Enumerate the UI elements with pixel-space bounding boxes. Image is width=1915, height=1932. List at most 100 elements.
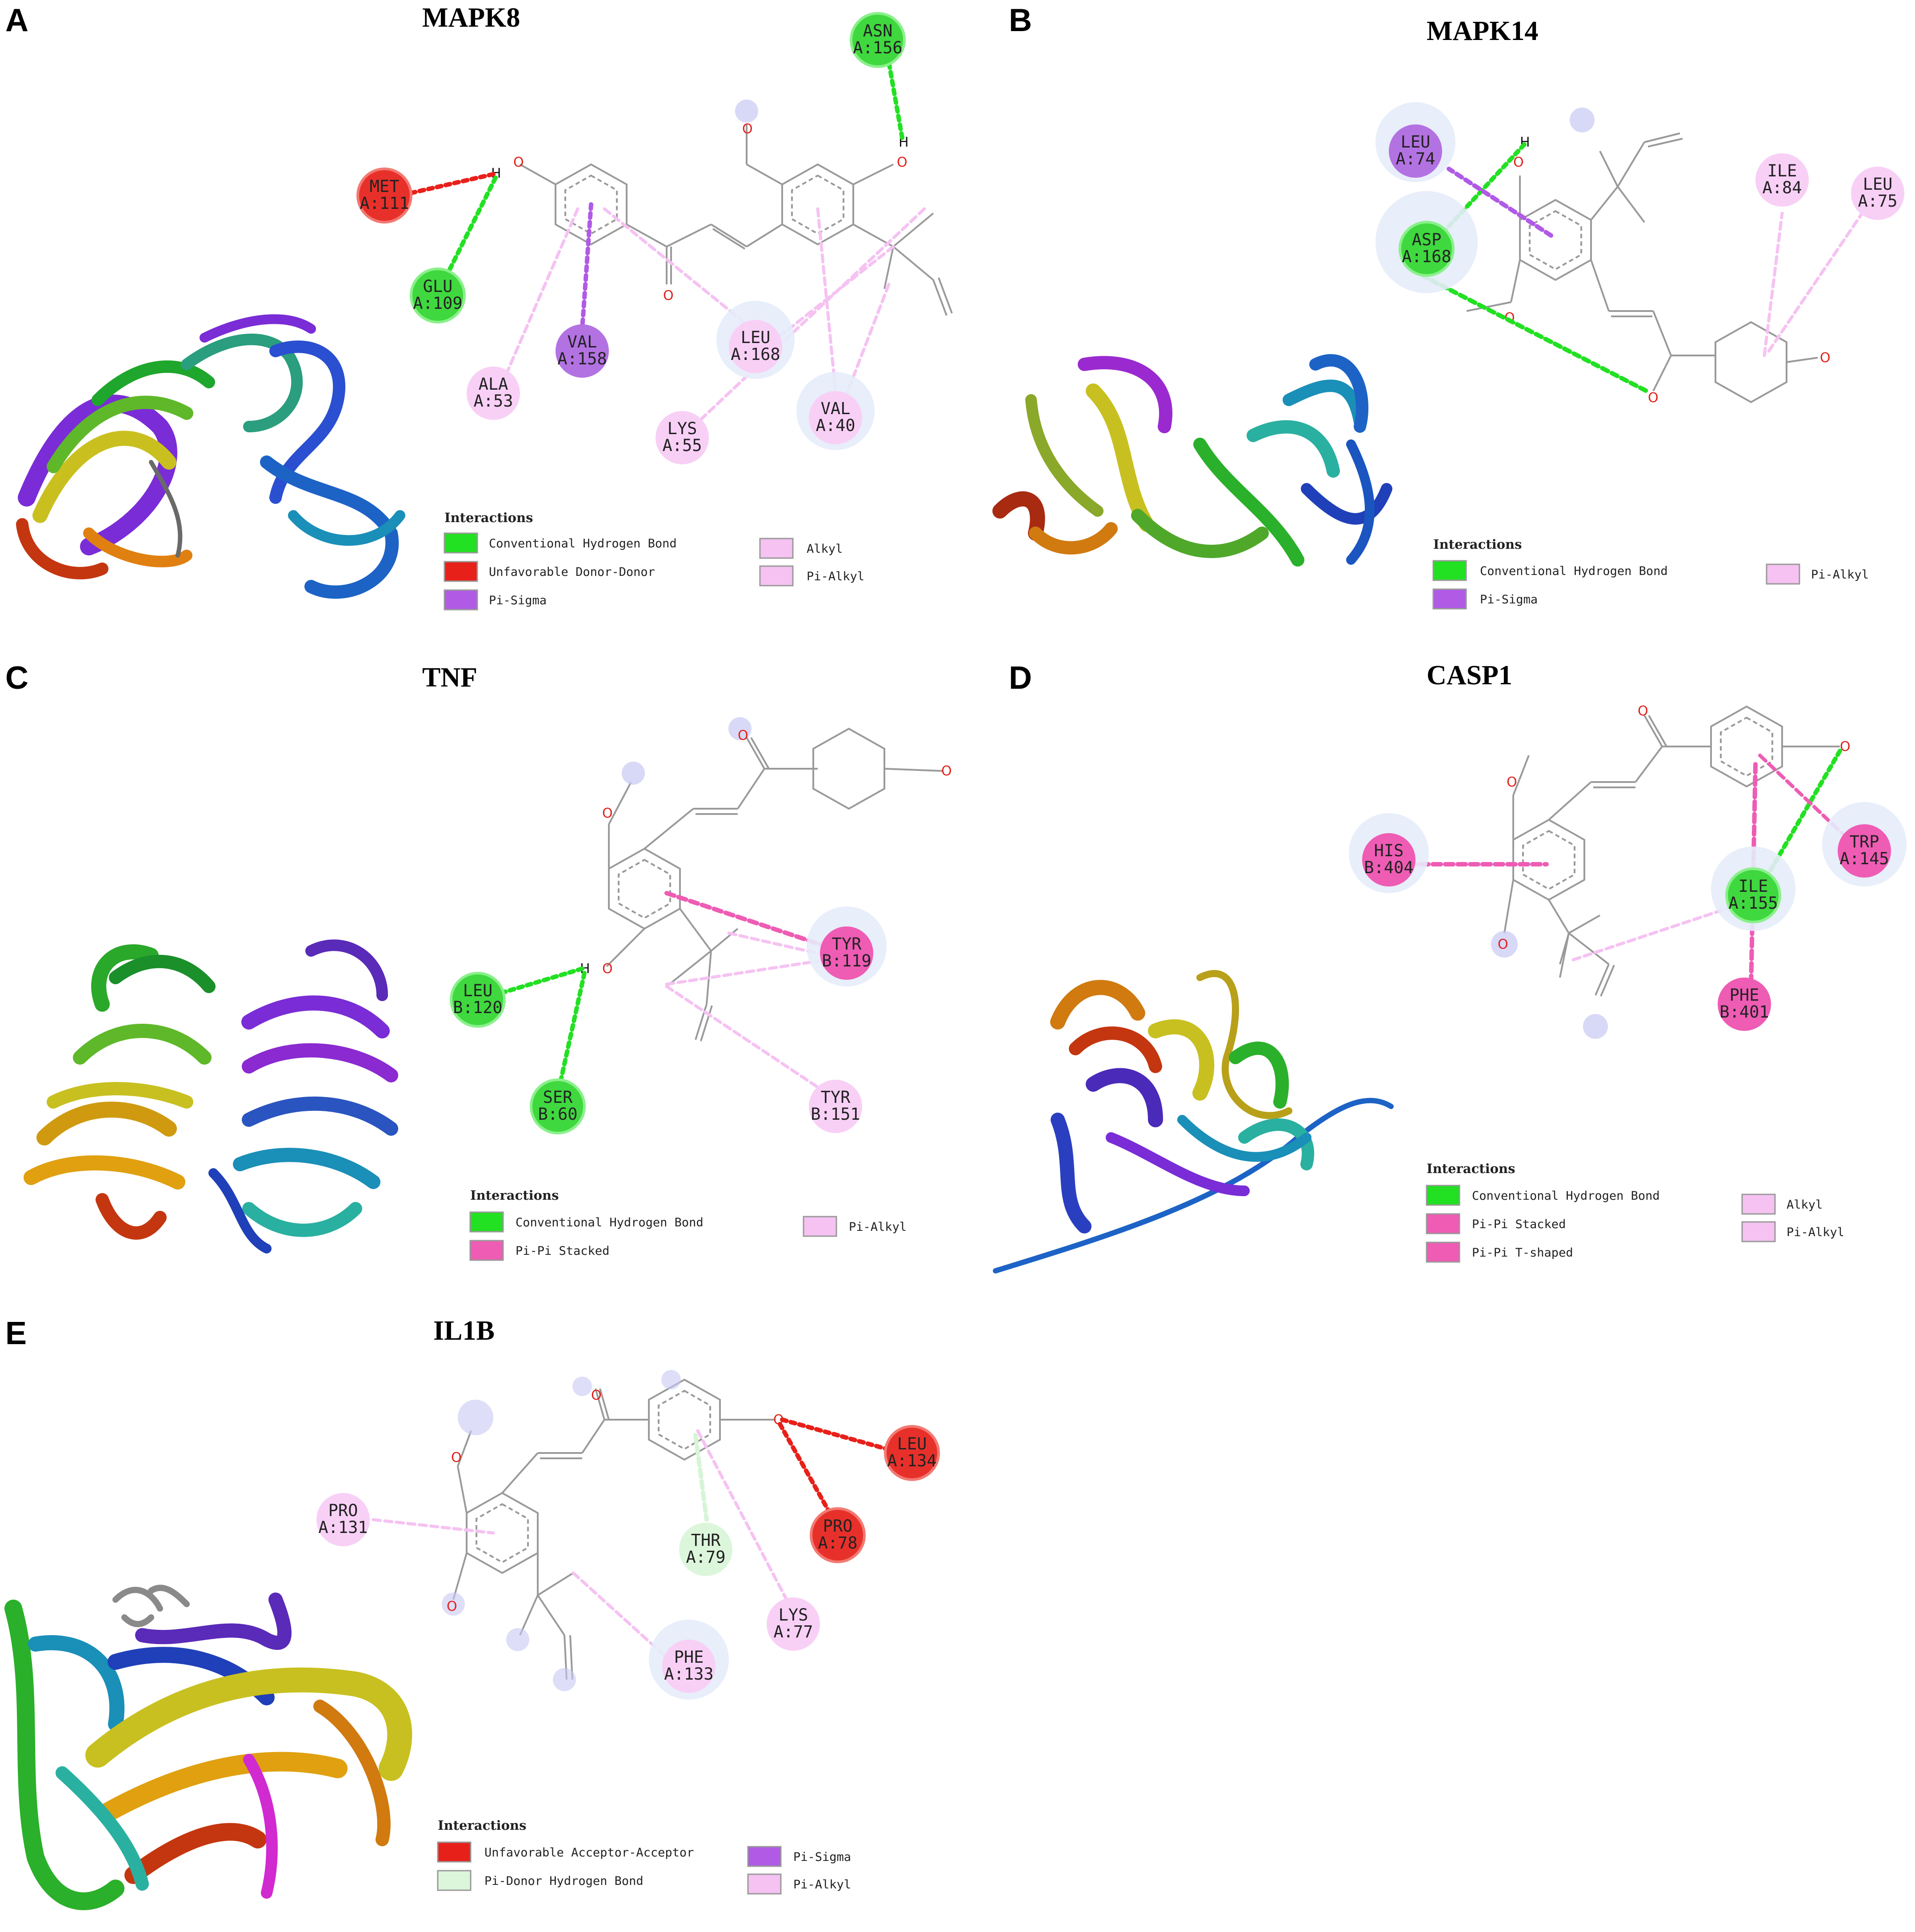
- svg-text:Unfavorable Acceptor-Acceptor: Unfavorable Acceptor-Acceptor: [484, 1846, 694, 1860]
- panel-title-tnf: TNF: [422, 663, 477, 693]
- svg-text:A:77: A:77: [773, 1622, 813, 1641]
- svg-text:Interactions: Interactions: [438, 1818, 526, 1833]
- svg-text:LEU: LEU: [1863, 175, 1893, 194]
- residue-phe-133: PHE A:133: [649, 1620, 729, 1700]
- svg-text:A:53: A:53: [473, 391, 513, 411]
- residue-leu-75: LEU A:75: [1851, 167, 1904, 220]
- svg-text:A:40: A:40: [816, 416, 855, 435]
- svg-text:VAL: VAL: [821, 399, 851, 418]
- svg-text:B:401: B:401: [1719, 1002, 1769, 1022]
- solvent-blob: [1491, 931, 1518, 958]
- panel-title-casp1: CASP1: [1427, 660, 1512, 691]
- panel-letter-e: E: [5, 1316, 27, 1351]
- svg-text:A:155: A:155: [1728, 894, 1778, 913]
- ligand-structure-e: [452, 1378, 776, 1680]
- svg-text:A:78: A:78: [818, 1533, 857, 1553]
- residue-phe-401: PHE B:401: [1718, 978, 1771, 1031]
- residue-ala-53: ALA A:53: [467, 367, 520, 420]
- atom-o: O: [591, 1388, 602, 1403]
- svg-text:LEU: LEU: [1401, 132, 1431, 152]
- svg-text:TYR: TYR: [821, 1088, 851, 1107]
- residue-lys-55: LYS A:55: [656, 411, 709, 464]
- atom-o: O: [1648, 390, 1659, 406]
- svg-text:PHE: PHE: [674, 1648, 704, 1667]
- atom-o: O: [1498, 937, 1508, 952]
- atom-o: O: [1513, 155, 1524, 170]
- svg-text:A:156: A:156: [853, 38, 902, 57]
- atom-o: O: [738, 728, 748, 743]
- svg-text:A:133: A:133: [664, 1665, 713, 1684]
- residue-tyr-119: TYR B:119: [807, 906, 887, 986]
- svg-text:SER: SER: [543, 1088, 573, 1107]
- svg-text:B:404: B:404: [1364, 858, 1413, 877]
- svg-text:LEU: LEU: [897, 1434, 927, 1453]
- solvent-blob: [442, 1593, 465, 1616]
- panel-letter-a: A: [5, 3, 28, 38]
- panel-letter-c: C: [5, 660, 28, 696]
- residue-ile-155: ILE A:155: [1711, 846, 1795, 931]
- svg-text:Interactions: Interactions: [444, 510, 533, 525]
- solvent-blob: [1570, 108, 1595, 132]
- atom-o: O: [1638, 703, 1648, 719]
- panel-letter-d: D: [1009, 660, 1032, 696]
- residue-leu-168: LEU A:168: [716, 301, 795, 379]
- svg-text:B:151: B:151: [811, 1105, 860, 1124]
- svg-text:ASP: ASP: [1412, 230, 1442, 249]
- svg-text:TYR: TYR: [832, 934, 862, 954]
- atom-o: O: [451, 1450, 462, 1465]
- svg-text:HIS: HIS: [1374, 841, 1404, 860]
- solvent-blob: [458, 1400, 493, 1435]
- svg-text:Interactions: Interactions: [1427, 1161, 1515, 1176]
- protein-ribbon-c: [24, 939, 398, 1253]
- svg-text:A:168: A:168: [1402, 247, 1451, 266]
- atom-o: O: [897, 155, 908, 170]
- residue-met-111: MET A:111: [356, 168, 412, 224]
- svg-text:LEU: LEU: [463, 981, 493, 1000]
- svg-text:A:79: A:79: [686, 1548, 725, 1567]
- svg-text:B:119: B:119: [822, 951, 871, 970]
- svg-text:A:145: A:145: [1839, 849, 1889, 868]
- svg-text:Unfavorable Donor-Donor: Unfavorable Donor-Donor: [489, 565, 655, 579]
- svg-text:PRO: PRO: [823, 1517, 853, 1536]
- residue-glu-109: GLU A:109: [410, 267, 466, 323]
- legend-b: Interactions Conventional Hydrogen Bond …: [1432, 537, 1869, 610]
- ligand-stick-e: [112, 1585, 190, 1627]
- atom-o: O: [663, 288, 674, 303]
- svg-text:Pi-Alkyl: Pi-Alkyl: [1811, 568, 1869, 582]
- svg-text:TRP: TRP: [1850, 832, 1879, 851]
- atom-o: O: [1820, 350, 1831, 366]
- protein-ribbon-e: [4, 1593, 412, 1910]
- svg-text:Pi-Sigma: Pi-Sigma: [793, 1850, 851, 1864]
- ligand-structure-b: [1466, 132, 1818, 403]
- ligand-structure-c: [606, 727, 943, 1042]
- solvent-blob: [553, 1668, 576, 1691]
- residue-leu-120: LEU B:120: [450, 972, 506, 1028]
- svg-text:Alkyl: Alkyl: [1787, 1198, 1823, 1212]
- svg-text:PRO: PRO: [328, 1501, 358, 1520]
- svg-text:Pi-Donor Hydrogen Bond: Pi-Donor Hydrogen Bond: [484, 1874, 644, 1888]
- atom-o: O: [1507, 774, 1517, 790]
- panel-c: C TNF: [5, 660, 952, 1261]
- residue-ile-84: ILE A:84: [1755, 153, 1809, 207]
- panel-b: B MAPK14: [992, 3, 1904, 610]
- residue-val-40: VAL A:40: [796, 372, 875, 450]
- svg-text:Pi-Sigma: Pi-Sigma: [489, 594, 547, 607]
- solvent-blob: [572, 1377, 592, 1396]
- svg-text:B:60: B:60: [538, 1105, 577, 1124]
- svg-text:VAL: VAL: [568, 332, 597, 351]
- svg-text:Interactions: Interactions: [470, 1188, 559, 1203]
- legend-e: Interactions Unfavorable Acceptor-Accept…: [437, 1818, 851, 1895]
- interaction-lines-b: [1420, 142, 1864, 393]
- svg-text:A:109: A:109: [413, 294, 462, 313]
- residue-lys-77: LYS A:77: [767, 1597, 820, 1651]
- legend-d: Interactions Conventional Hydrogen Bond …: [1426, 1161, 1844, 1263]
- residue-his-404: HIS B:404: [1349, 813, 1429, 893]
- svg-text:ILE: ILE: [1739, 877, 1768, 896]
- residue-trp-145: TRP A:145: [1822, 802, 1907, 886]
- svg-text:Alkyl: Alkyl: [807, 542, 843, 556]
- atom-o: O: [1840, 739, 1851, 754]
- svg-text:A:131: A:131: [318, 1518, 368, 1537]
- atom-o: O: [447, 1599, 457, 1614]
- legend-a: Interactions Conventional Hydrogen Bond …: [444, 510, 864, 611]
